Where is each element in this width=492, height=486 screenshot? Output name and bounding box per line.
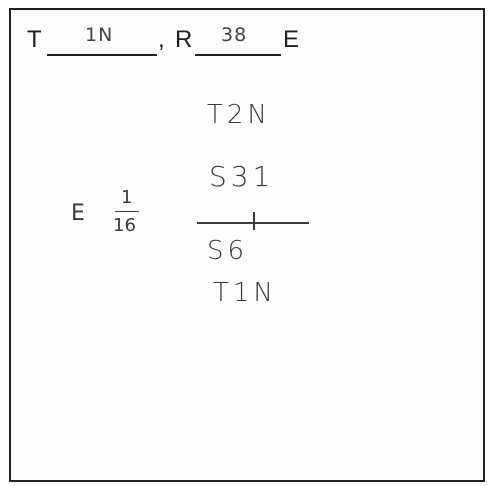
fraction-bar bbox=[115, 211, 139, 212]
survey-card: T 1N , R 38 E T2N S31 E 1 16 S6 T1N bbox=[9, 8, 485, 482]
township-range-header: T 1N , R 38 E bbox=[27, 24, 327, 60]
fraction-denominator: 16 bbox=[113, 215, 136, 236]
north-section-label: S31 bbox=[209, 160, 275, 193]
section-corner-tick bbox=[253, 212, 255, 230]
range-suffix: E bbox=[283, 26, 300, 53]
east-label: E bbox=[71, 201, 85, 226]
township-value: 1N bbox=[85, 24, 114, 46]
range-value: 38 bbox=[221, 24, 248, 46]
south-section-label: S6 bbox=[207, 236, 249, 266]
north-township-label: T2N bbox=[207, 100, 271, 130]
south-township-label: T1N bbox=[213, 278, 277, 308]
header-separator: , bbox=[158, 26, 165, 53]
township-blank-line bbox=[47, 54, 157, 56]
east-fraction: E 1 16 bbox=[71, 185, 161, 245]
range-blank-line bbox=[195, 54, 281, 56]
range-prefix: R bbox=[175, 26, 193, 53]
township-prefix: T bbox=[27, 26, 42, 53]
fraction-numerator: 1 bbox=[121, 187, 133, 208]
